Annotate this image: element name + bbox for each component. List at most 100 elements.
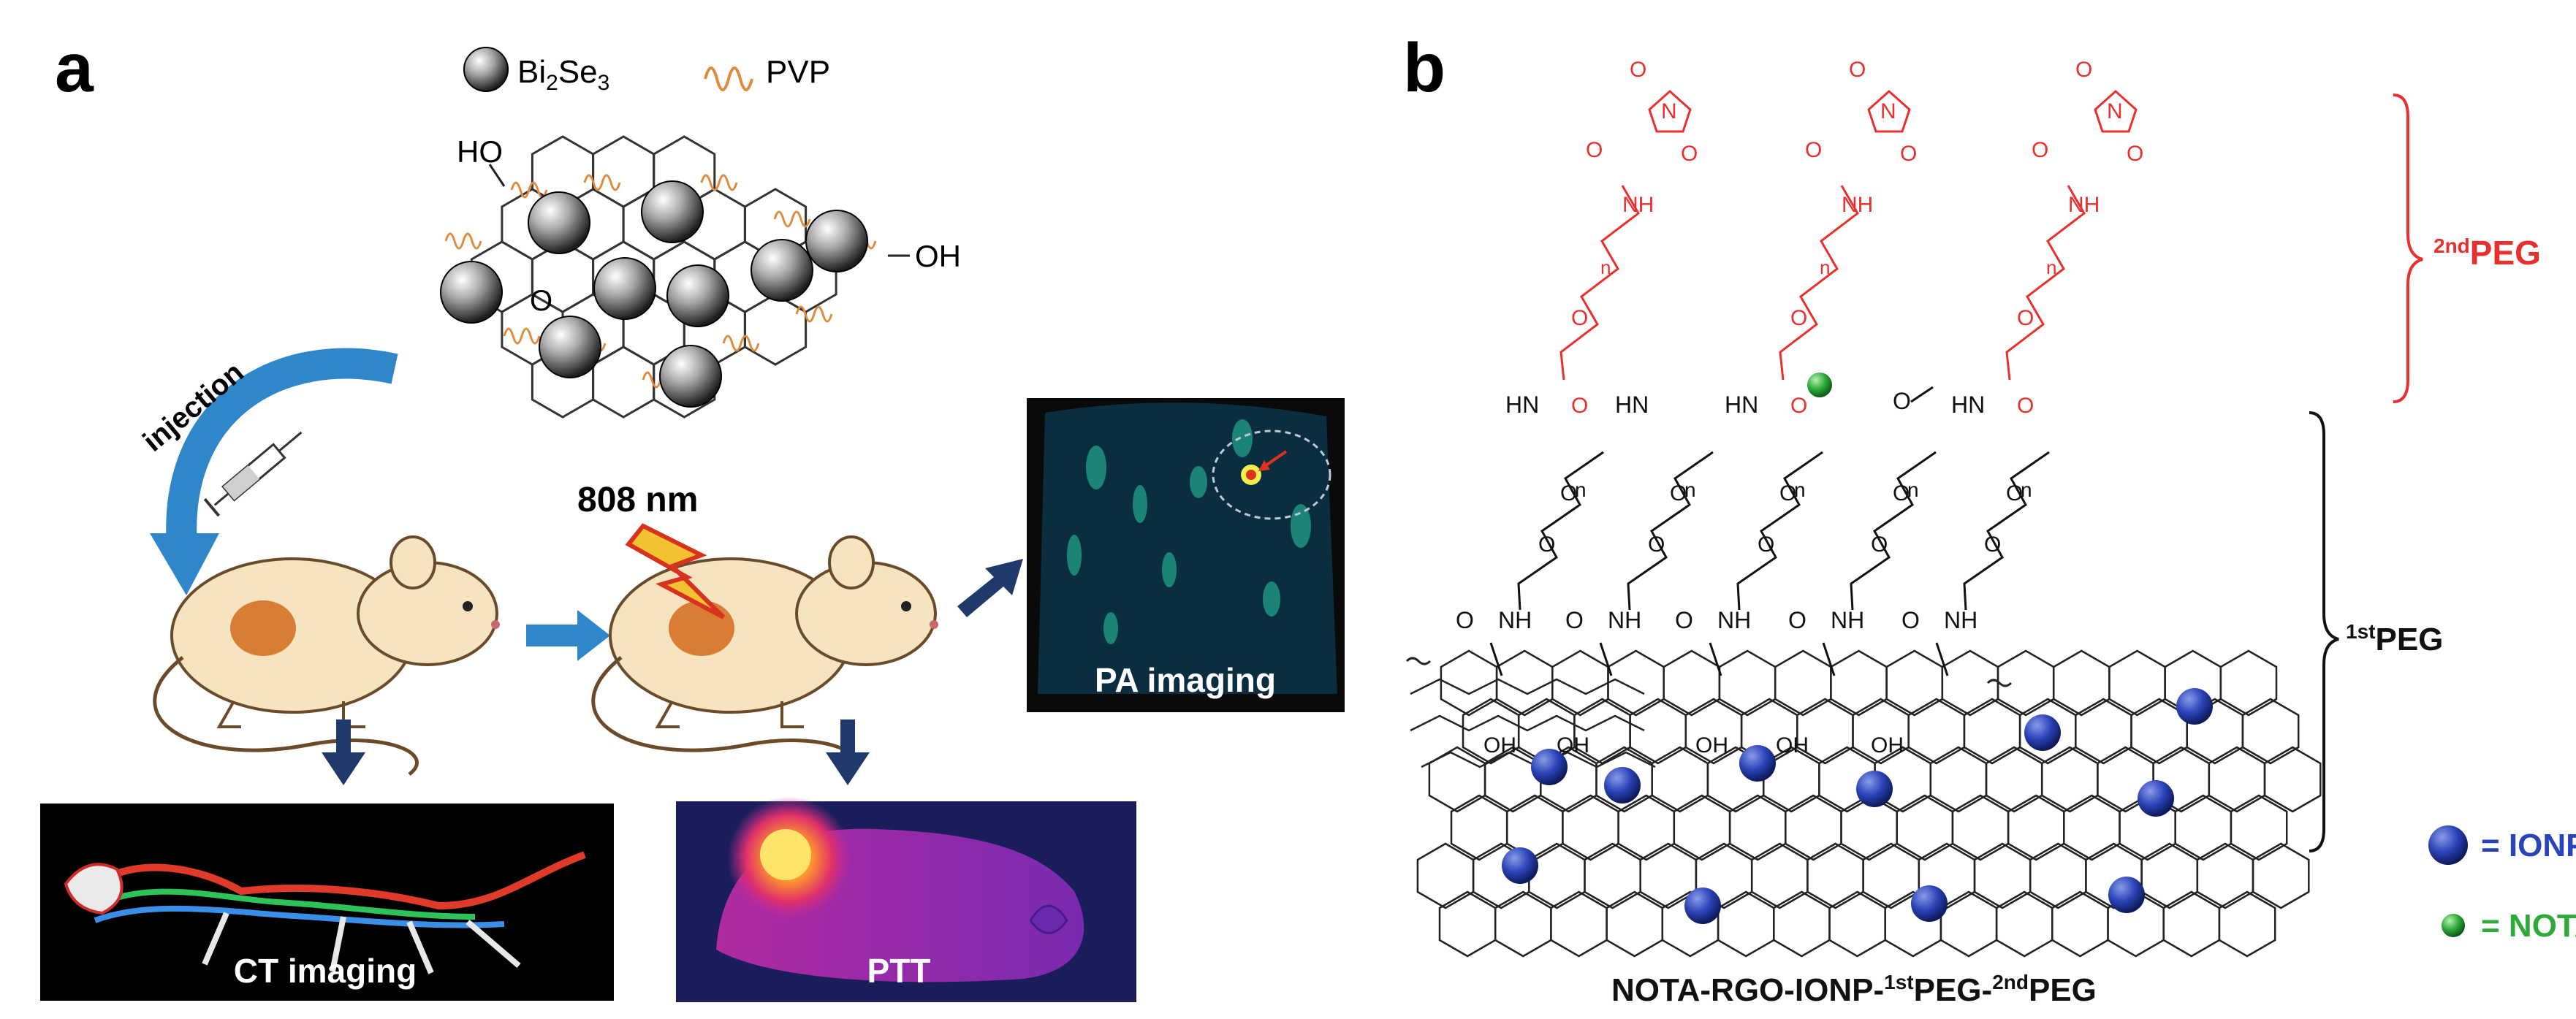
injection-arrowhead <box>150 533 219 595</box>
panel-a: a Bi2Se3 PVP HO OH O injection <box>40 29 1345 1002</box>
pvp-chain <box>773 210 811 228</box>
laser-bolt-icon <box>625 523 726 619</box>
rgo-ring <box>2219 649 2278 717</box>
truncation-mark <box>1986 679 2013 687</box>
rgo-ring <box>1718 649 1777 717</box>
amide-oxygen-label: O <box>1456 607 1474 633</box>
peg-oxygen-label-2nd: O <box>2017 306 2034 330</box>
maleimide-oxygen-label: O <box>1681 142 1698 166</box>
rgo-ring <box>1528 842 1586 909</box>
maleimide-oxygen-label: O <box>1630 58 1646 82</box>
ionp-particle <box>1502 847 1538 884</box>
maleimide-oxygen-label: O <box>1849 58 1866 82</box>
ptt-panel: PTT <box>676 796 1136 1002</box>
amide-nh-label: NH <box>1608 607 1641 633</box>
bridge-o-label: O <box>530 285 552 317</box>
repeat-n-label-2nd: n <box>2046 256 2056 278</box>
repeat-n-label: n <box>1575 478 1587 501</box>
carboxyl-oh-label: OH <box>1483 733 1516 757</box>
rgo-ring <box>1428 746 1486 813</box>
bracket-1st-peg <box>2309 411 2339 852</box>
rgo-ring <box>1929 746 1988 813</box>
peg-oxygen-label: O <box>1779 481 1796 505</box>
methyl-bond <box>1910 386 1934 403</box>
rgo-edge-chain <box>1410 678 1645 695</box>
maleimide-ring <box>1648 89 1692 133</box>
anchor-bond <box>1709 642 1722 676</box>
rgo-ring <box>1550 890 1608 958</box>
peg-backbone <box>1963 451 2050 611</box>
rgo-ring <box>1551 649 1609 717</box>
ho-bond <box>488 164 506 187</box>
repeat-n-label: n <box>1794 478 1806 501</box>
amine-hn-label: HN <box>1505 392 1539 418</box>
peg-backbone <box>1736 451 1823 611</box>
repeat-n-label-2nd: n <box>1600 256 1611 278</box>
rgo-ring <box>2162 890 2221 958</box>
anchor-bond <box>1599 642 1613 676</box>
amine-hn-label: HN <box>1725 392 1758 418</box>
rgo-ring <box>1750 842 1809 909</box>
nota-legend-icon <box>2442 914 2465 937</box>
pvp-chain <box>795 305 833 323</box>
peg-backbone <box>1559 185 1640 381</box>
ionp-particle <box>2138 780 2174 817</box>
rgo-ring <box>1862 842 1920 909</box>
pvp-chain <box>444 232 482 250</box>
panel-b-caption: NOTA-RGO-IONP-1stPEG-2ndPEG <box>1611 971 2097 1008</box>
carboxyl-oh-label: OH <box>1557 733 1589 757</box>
rgo-ring <box>2174 794 2233 861</box>
rgo-ring <box>1951 794 2010 861</box>
amide-nh-label-2nd: NH <box>1842 193 1873 217</box>
rgo-ring <box>1450 794 1508 861</box>
nota-legend-label: = NOTA <box>2481 908 2576 944</box>
rgo-ring <box>2241 698 2300 765</box>
rgo-ring <box>1617 794 1676 861</box>
ptt-hotspot <box>760 829 811 880</box>
rgo-ring <box>1663 649 1721 717</box>
rgo-ring <box>2052 649 2110 717</box>
rgo-ring <box>2051 890 2109 958</box>
rgo-ring <box>2263 746 2322 813</box>
graphene-sheet-bi2se3 <box>440 135 910 419</box>
pvp-chain <box>722 335 760 352</box>
peg-oxygen-label: O <box>2006 481 2023 505</box>
peg-backbone <box>1517 451 1604 611</box>
panel-a-label: a <box>55 29 94 107</box>
rgo-ring <box>1606 890 1664 958</box>
bi2se3-nanoparticle <box>666 264 729 327</box>
methoxy-oxygen-label: O <box>1893 388 1911 414</box>
ho-group-label: HO <box>457 134 503 169</box>
peg-oxygen-label: O <box>1893 481 1910 505</box>
rgo-ring <box>1774 649 1832 717</box>
pvp-chain <box>510 181 548 199</box>
maleimide-oxygen-label: O <box>2075 58 2092 82</box>
amide-oxygen-label-2nd: O <box>1790 394 1807 418</box>
amide-oxygen-label-2nd: O <box>1571 394 1588 418</box>
ionp-particle <box>1531 749 1568 785</box>
rgo-ring <box>2208 746 2266 813</box>
bi2se3-legend-label: Bi2Se3 <box>517 54 609 95</box>
peg-oxygen-label: O <box>1670 481 1687 505</box>
rgo-ring <box>1717 890 1775 958</box>
peg-oxygen-label-2nd: O <box>1790 306 1807 330</box>
ionp-particles <box>1502 688 2213 924</box>
bi2se3-nanoparticle <box>805 210 868 272</box>
amide-oxygen-label: O <box>1788 607 1806 633</box>
rgo-ring <box>1607 649 1665 717</box>
truncation-mark <box>1405 657 1432 665</box>
maleimide-n-label: N <box>1661 99 1677 123</box>
amide-oxygen-label-2nd: O <box>2017 394 2034 418</box>
label-1st-peg: 1stPEG <box>2346 620 2443 657</box>
injection-curved-arrow <box>166 348 398 557</box>
tumor-site <box>230 600 296 656</box>
carboxyl-oh-label: OH <box>1871 733 1904 757</box>
repeat-n-label-2nd: n <box>1820 256 1830 278</box>
rgo-ring <box>1963 698 2021 765</box>
panel-b-label: b <box>1403 29 1445 107</box>
amide-oxygen-label-2nd: O <box>1586 138 1603 162</box>
bi2se3-nanoparticle <box>528 191 590 254</box>
rgo-ring <box>1941 649 1999 717</box>
rgo-ring <box>1728 794 1787 861</box>
